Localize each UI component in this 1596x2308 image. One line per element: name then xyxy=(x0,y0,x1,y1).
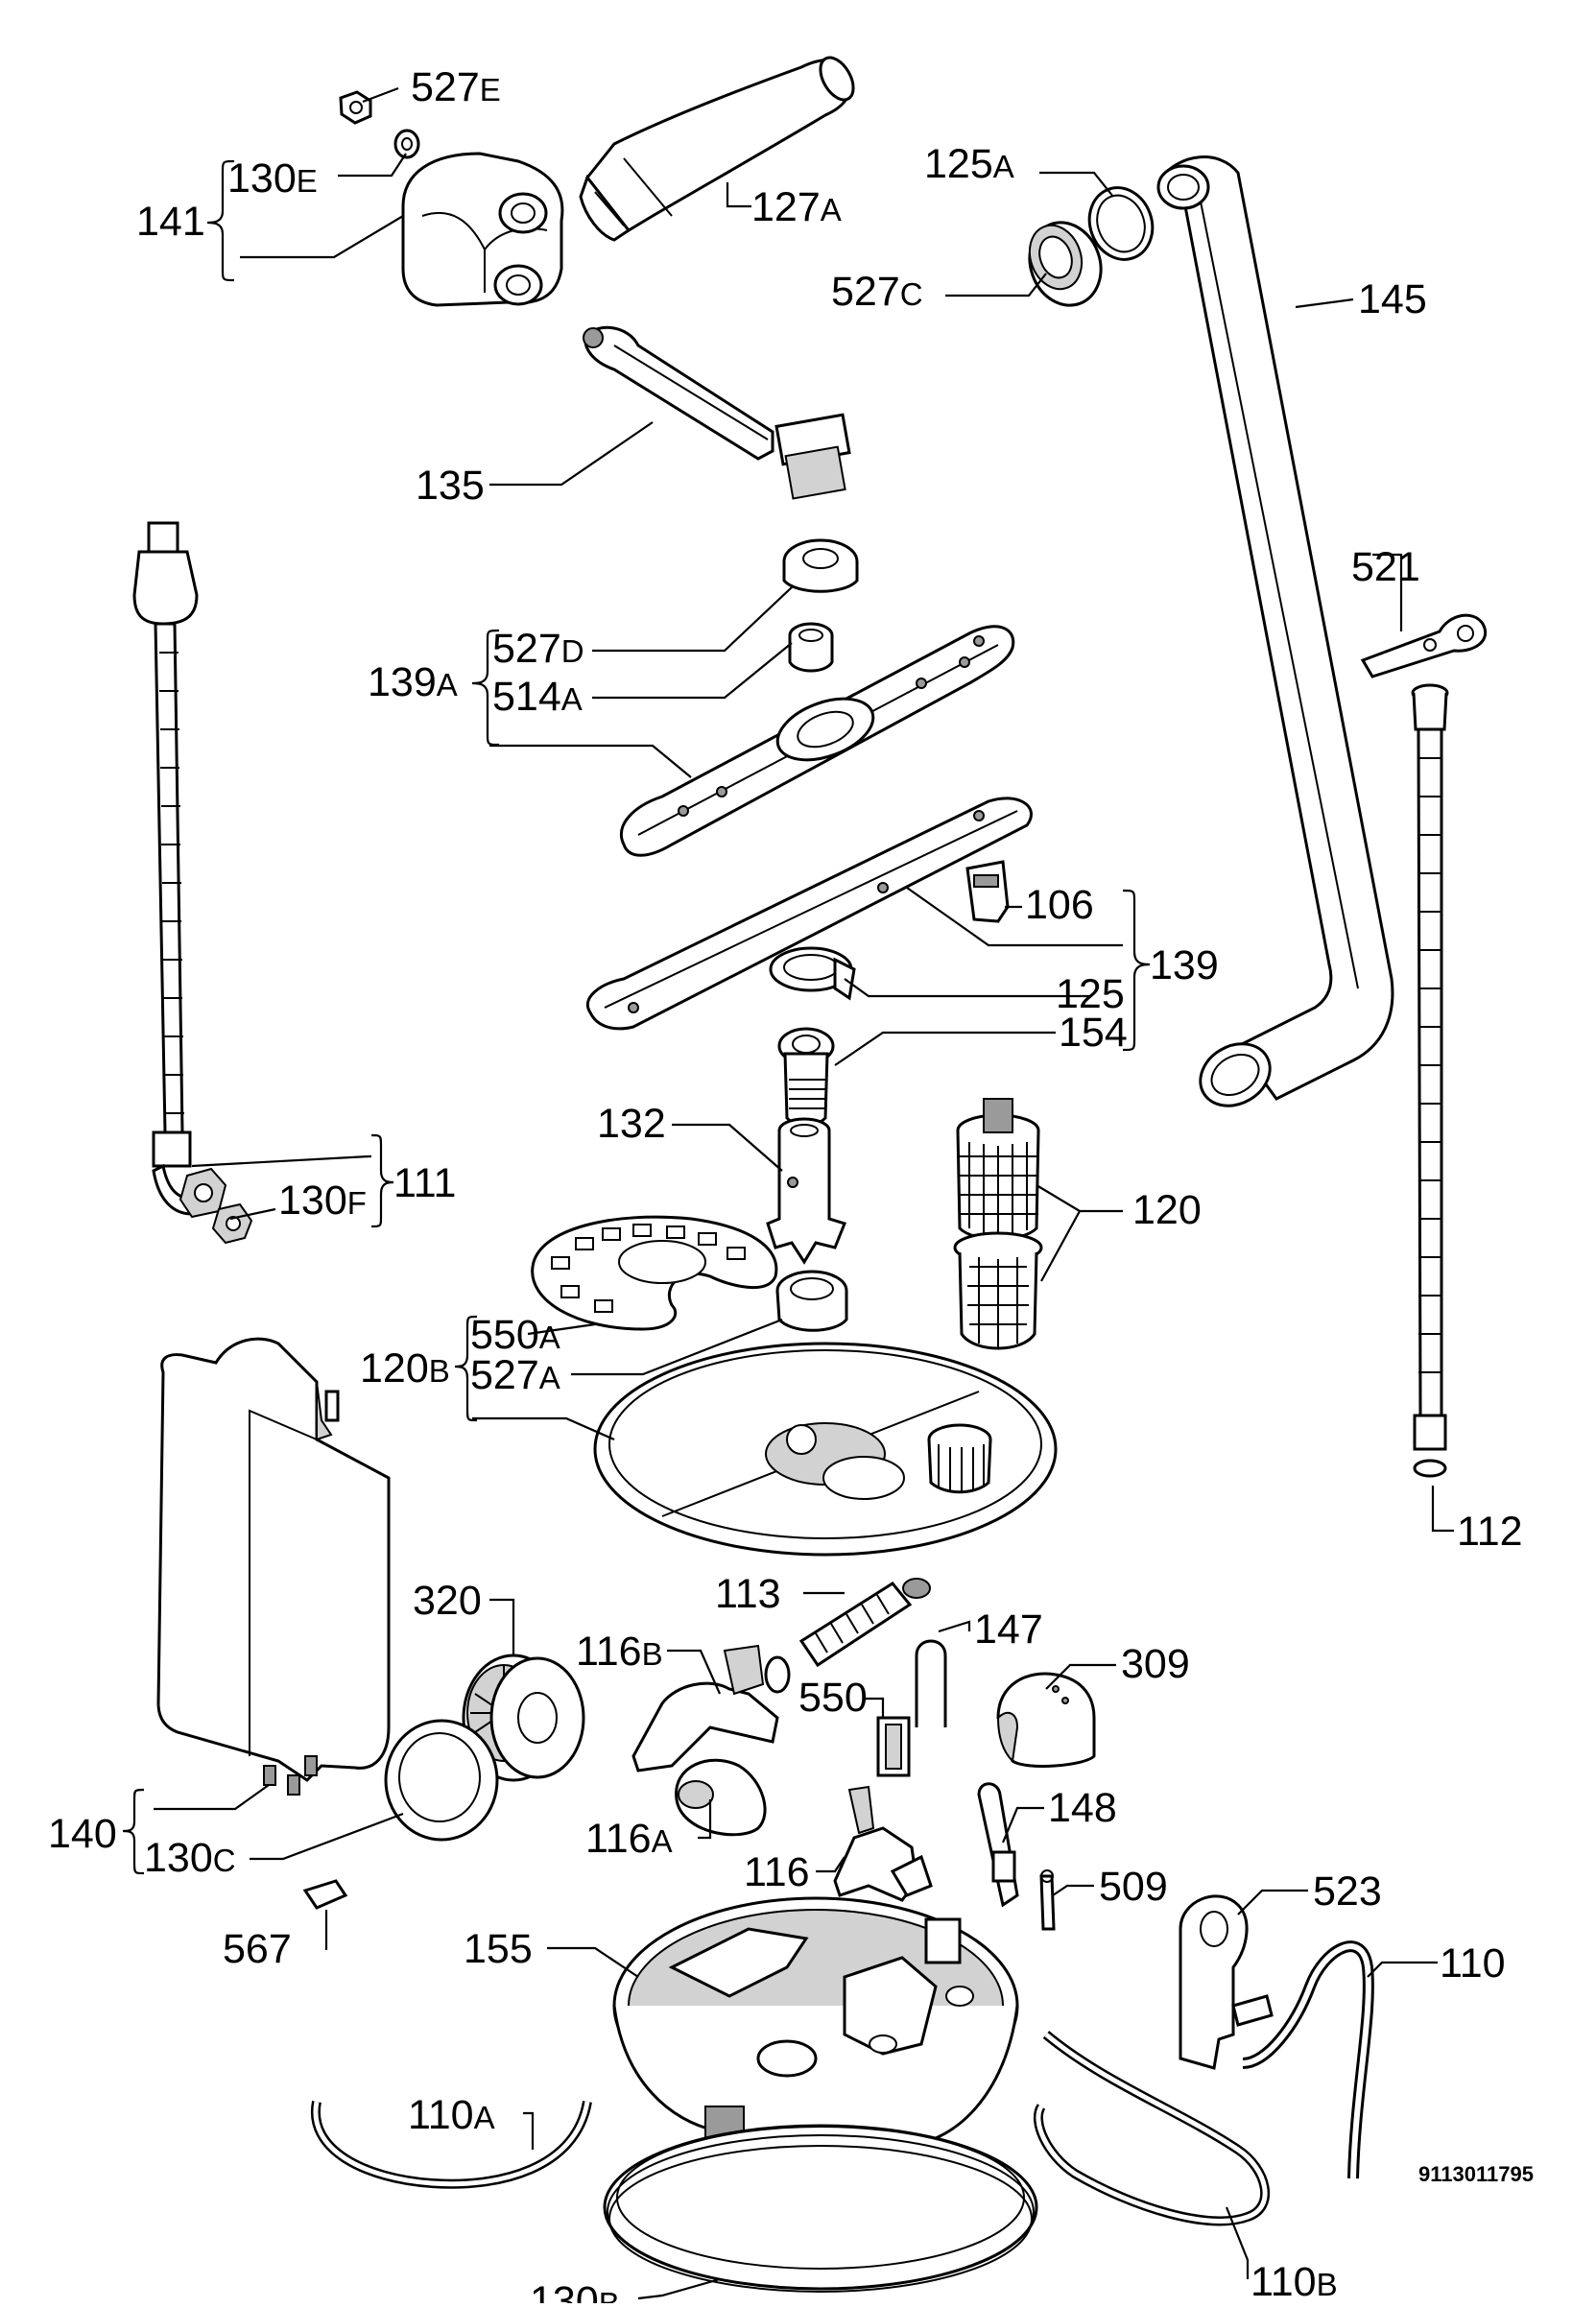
label-523: 523 xyxy=(1313,1868,1382,1915)
label-130c: 130C xyxy=(144,1835,236,1881)
part-550-block xyxy=(876,1716,911,1777)
label-120b: 120B xyxy=(360,1345,450,1392)
label-320: 320 xyxy=(413,1578,482,1624)
label-527a: 527A xyxy=(470,1352,560,1398)
part-110a-hose xyxy=(310,2101,592,2189)
part-148-clip xyxy=(977,1782,1019,1908)
label-120: 120 xyxy=(1132,1187,1202,1233)
label-139: 139 xyxy=(1150,942,1219,988)
label-145: 145 xyxy=(1358,276,1427,322)
part-113-filter xyxy=(798,1578,931,1668)
label-309: 309 xyxy=(1121,1641,1190,1687)
label-155: 155 xyxy=(464,1926,533,1972)
label-527c: 527C xyxy=(831,269,923,315)
part-523-bracket xyxy=(1179,1894,1274,2070)
label-127a: 127A xyxy=(751,184,842,230)
part-111-inlet-hose xyxy=(132,521,253,1245)
part-116a-valve xyxy=(675,1758,767,1837)
label-111: 111 xyxy=(393,1160,456,1206)
label-527d: 527D xyxy=(492,626,584,672)
label-147: 147 xyxy=(974,1606,1043,1653)
part-527c-bushing xyxy=(1028,221,1103,307)
label-509: 509 xyxy=(1099,1864,1168,1910)
part-521-clip xyxy=(1360,613,1488,678)
label-130e: 130E xyxy=(227,155,318,202)
part-147-pin xyxy=(915,1639,947,1727)
part-145-pipe xyxy=(1156,155,1394,1107)
label-140: 140 xyxy=(48,1811,117,1857)
part-567-clip xyxy=(302,1879,348,1910)
label-521: 521 xyxy=(1351,544,1420,590)
part-527e-nut xyxy=(339,90,372,125)
leader-lines xyxy=(122,86,1454,2300)
label-113: 113 xyxy=(715,1571,781,1617)
part-509-spring xyxy=(1039,1869,1056,1931)
part-141-connector xyxy=(401,152,564,307)
part-labels: 527E 130E 141 127A 125A 527C 145 135 521… xyxy=(48,64,1534,2308)
part-116-valve-body xyxy=(833,1785,933,1902)
part-130e-washer xyxy=(393,129,420,159)
label-125: 125 xyxy=(1056,971,1125,1017)
part-550a-plate xyxy=(531,1215,848,1332)
part-112-hose xyxy=(1411,683,1449,1478)
label-125a: 125A xyxy=(924,141,1014,187)
label-141: 141 xyxy=(136,199,205,245)
label-106: 106 xyxy=(1025,882,1094,928)
label-116b: 116B xyxy=(576,1629,663,1675)
label-116: 116 xyxy=(744,1849,810,1895)
part-125a-ring xyxy=(1087,186,1155,261)
part-140-tank xyxy=(156,1337,391,1796)
part-110b-hose xyxy=(1033,2031,1270,2226)
part-130b-seal xyxy=(603,2124,1038,2293)
label-110b: 110B xyxy=(1251,2259,1338,2303)
label-550a: 550A xyxy=(470,1312,560,1358)
part-309-cover xyxy=(996,1672,1096,1768)
part-139-spray-arm xyxy=(586,797,1033,1127)
part-120b-filter-plate xyxy=(593,1342,1058,1557)
label-154: 154 xyxy=(1059,1010,1128,1056)
label-514a: 514A xyxy=(492,674,583,720)
label-110: 110 xyxy=(1440,1940,1506,1987)
part-135-spray-arm xyxy=(583,325,851,500)
label-135: 135 xyxy=(416,463,485,509)
part-110-hose xyxy=(1242,1940,1374,2179)
label-112: 112 xyxy=(1457,1509,1523,1555)
part-127a-tube xyxy=(579,56,855,242)
label-148: 148 xyxy=(1048,1785,1117,1831)
label-527e: 527E xyxy=(411,64,501,110)
part-320-pump xyxy=(462,1654,585,1782)
drawing-code: 9113011795 xyxy=(1418,2162,1534,2186)
label-110a: 110A xyxy=(408,2092,495,2138)
part-132-tube xyxy=(766,1117,846,1265)
label-139a: 139A xyxy=(368,659,458,705)
part-120-filter xyxy=(953,1098,1043,1350)
label-116a: 116A xyxy=(585,1816,673,1862)
label-567: 567 xyxy=(223,1926,292,1972)
label-132: 132 xyxy=(597,1101,666,1147)
part-139a-spray-arm xyxy=(619,538,1015,857)
label-130b: 130B xyxy=(530,2278,620,2303)
label-550: 550 xyxy=(798,1675,868,1721)
part-130c-ring xyxy=(384,1719,499,1842)
label-130f: 130F xyxy=(278,1178,367,1224)
